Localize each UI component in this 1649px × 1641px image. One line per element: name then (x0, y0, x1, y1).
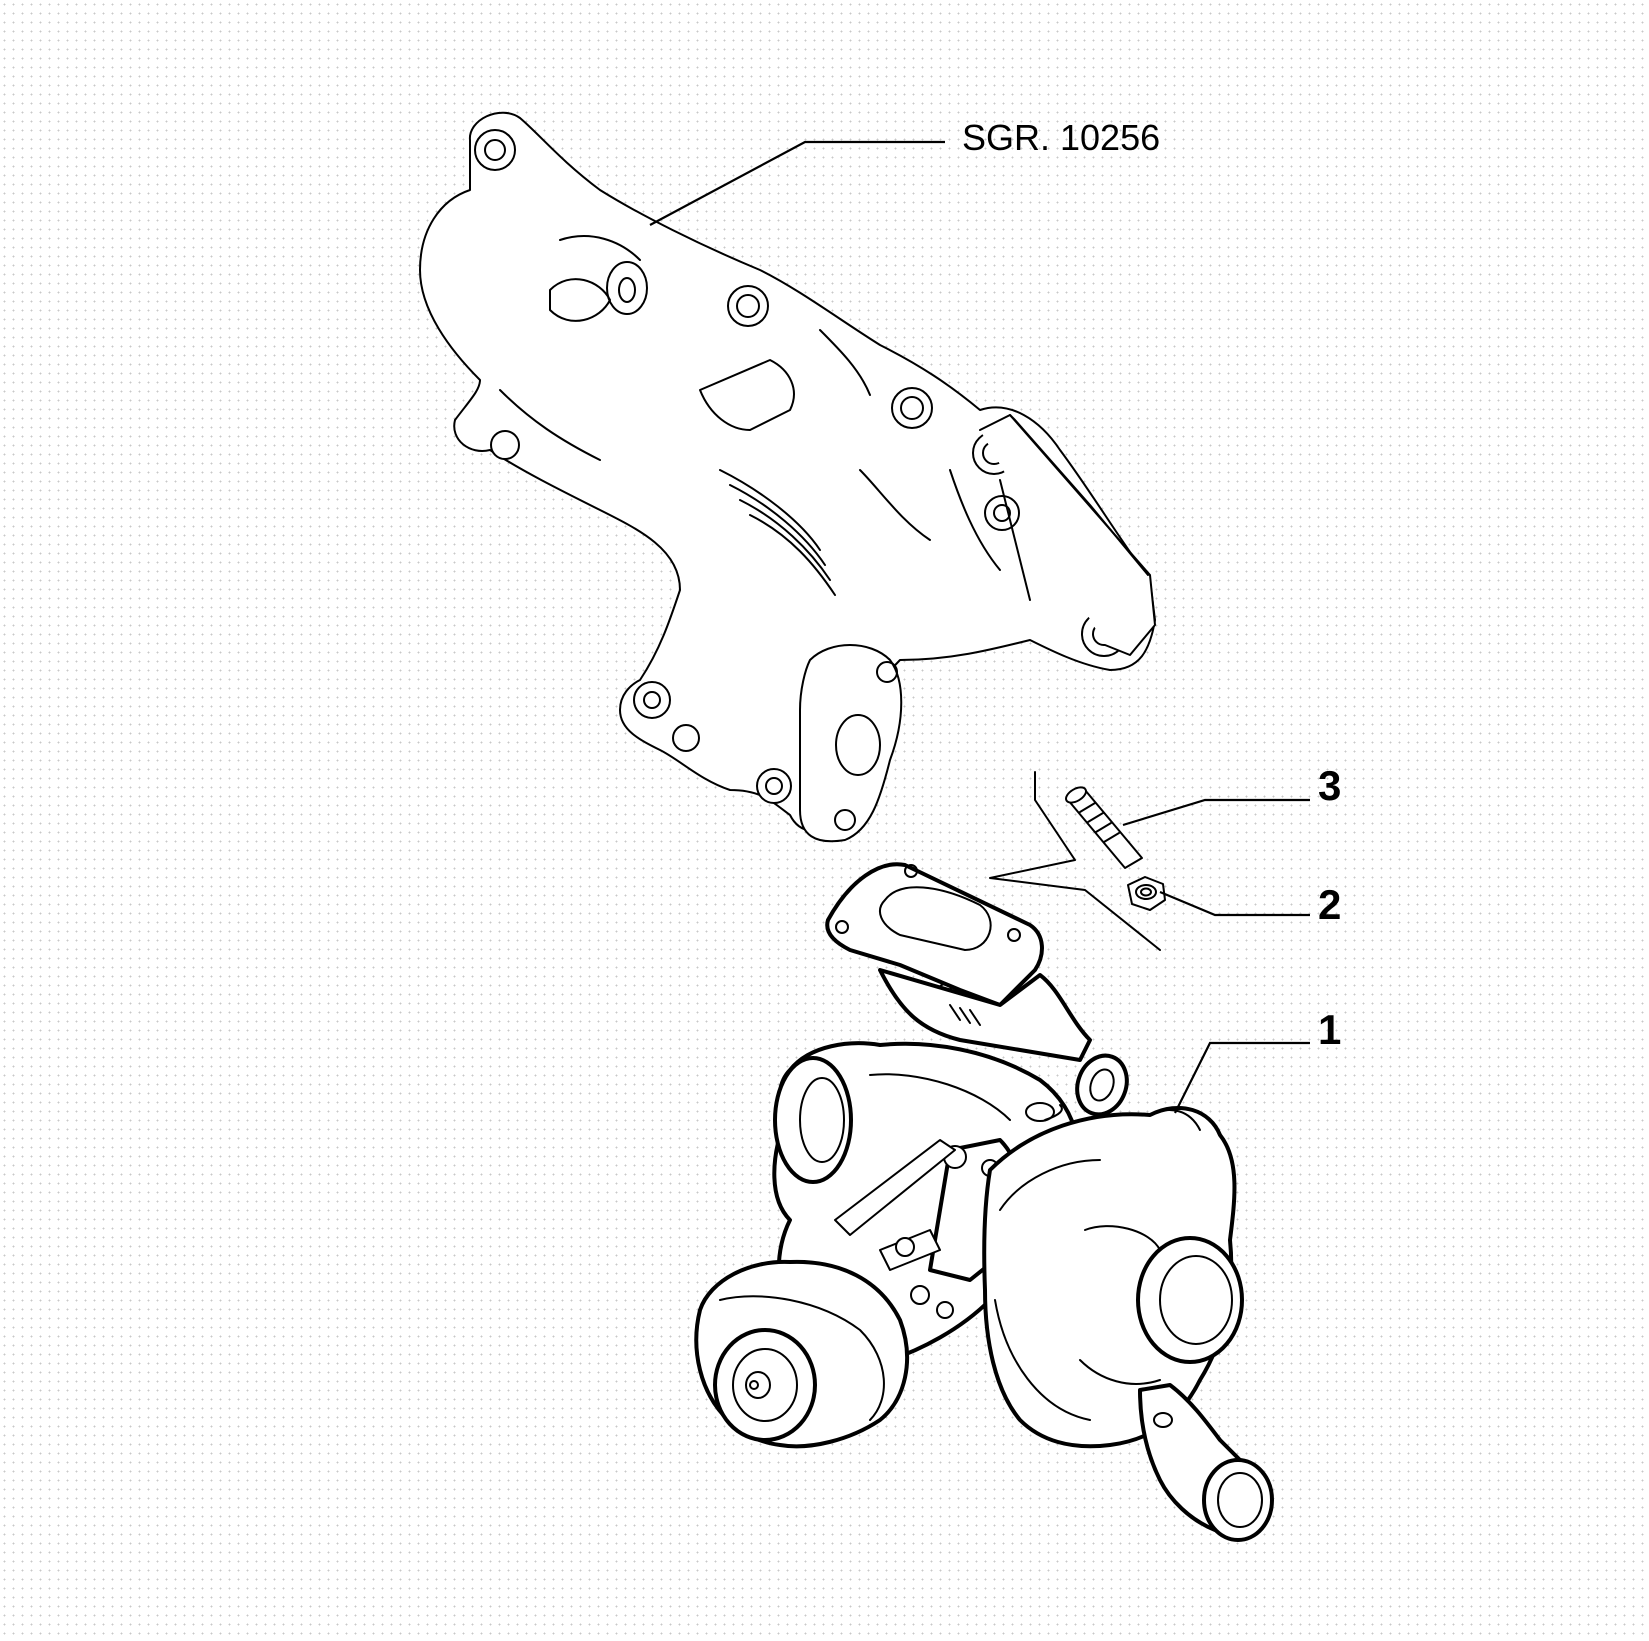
callout-number-3: 3 (1318, 762, 1341, 809)
exhaust-manifold (419, 111, 1156, 843)
leader-callout-2 (1159, 890, 1310, 917)
leader-callout-3 (1122, 798, 1310, 827)
callout-number-1: 1 (1318, 1006, 1341, 1053)
exhaust-gasket-outline (989, 771, 1161, 951)
leader-callout-1 (1174, 1041, 1310, 1114)
callout-number-2: 2 (1318, 881, 1341, 928)
reference-label: SGR. 10256 (962, 117, 1160, 158)
stud (1065, 786, 1143, 869)
leader-reference (649, 140, 945, 226)
leader-lines (649, 140, 1310, 1114)
nut (1127, 876, 1166, 911)
turbocharger (694, 862, 1274, 1542)
